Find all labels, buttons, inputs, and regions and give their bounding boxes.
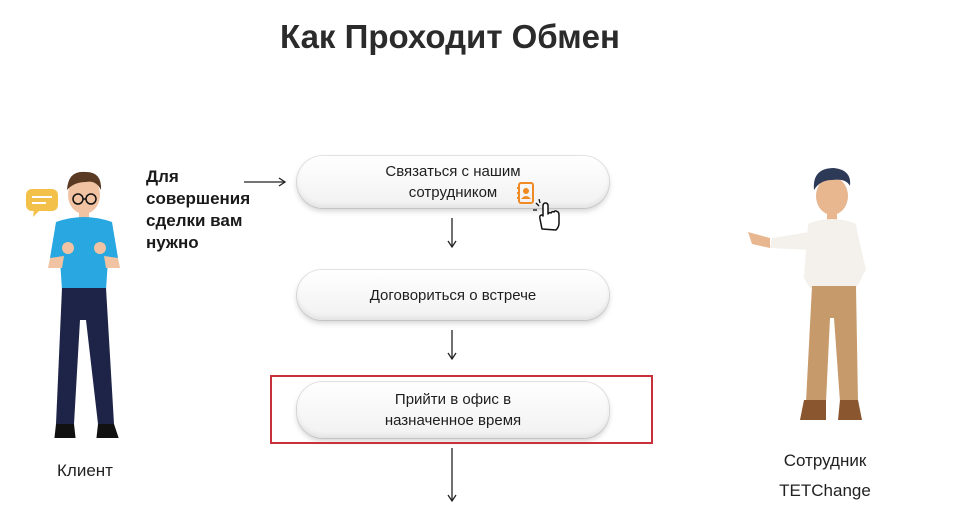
contact-book-icon <box>517 182 534 204</box>
client-label: Клиент <box>57 461 113 480</box>
step-contact-staff: Связаться с нашим сотрудником <box>297 156 609 208</box>
step-arrange-meeting: Договориться о встрече <box>297 270 609 320</box>
staff-label-line1: Сотрудник <box>783 451 867 470</box>
highlight-frame <box>270 375 653 444</box>
speech-bubble-icon <box>26 189 58 217</box>
instruction-note: Для совершения сделки вам нужно <box>146 167 251 252</box>
staff-illustration <box>748 168 866 420</box>
arrow-step2-step3 <box>447 330 457 361</box>
step-visit-office: Прийти в офис в назначенное время <box>297 382 609 438</box>
page-title: Как Проходит Обмен <box>280 18 620 55</box>
client-illustration <box>26 171 120 442</box>
note-arrow <box>244 177 287 187</box>
staff-label: Сотрудник TETChange <box>760 446 890 506</box>
pointer-hand-icon <box>533 199 560 231</box>
staff-label-line2: TETChange <box>779 481 871 500</box>
arrow-step1-step2 <box>447 218 457 249</box>
arrow-step3-next <box>447 448 457 503</box>
